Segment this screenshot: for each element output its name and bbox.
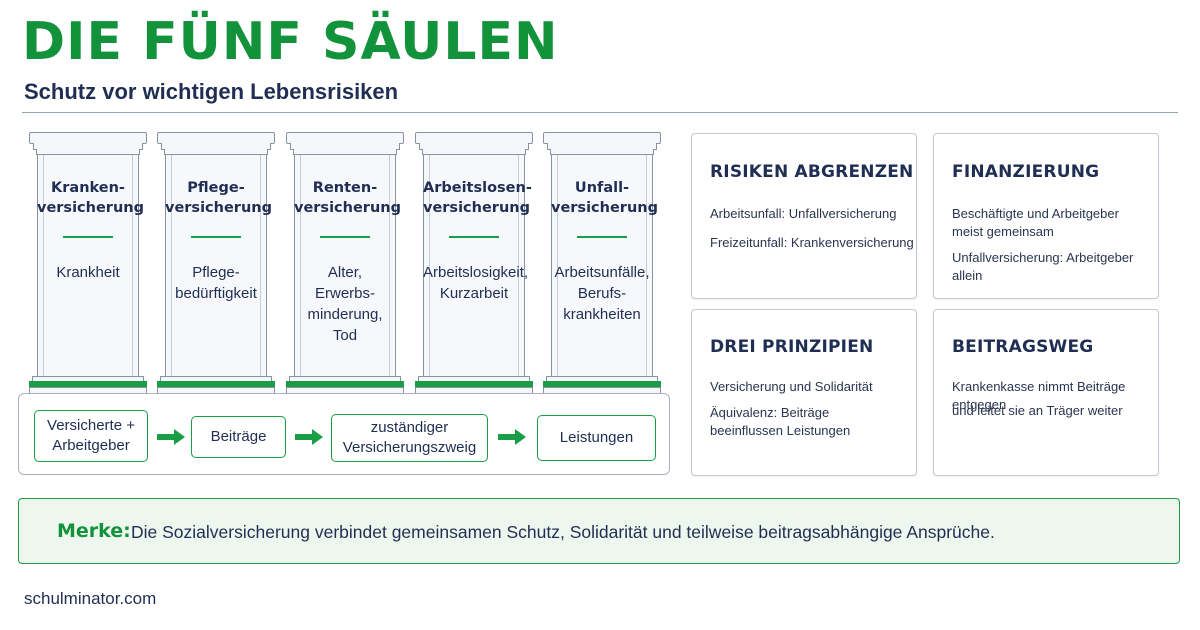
pillar-name: Pflege- versicherung: [165, 180, 272, 216]
info-line: Versicherung und Solidarität: [710, 379, 873, 394]
info-drei-prinzipien: DREI PRINZIPIEN Versicherung und Solidar…: [691, 309, 917, 476]
pillar-risk: Alter, Erwerbs- minderung, Tod: [307, 264, 383, 344]
info-line: Unfallversicherung: Arbeitgeber allein: [952, 250, 1134, 283]
arrow-right-icon: [295, 429, 323, 445]
pillar-krankenversicherung: Kranken- versicherung Krankheit: [29, 132, 147, 398]
flow-step-beitraege: Beiträge: [191, 416, 286, 458]
info-line: Arbeitsunfall: Unfallversicherung: [710, 206, 897, 221]
pillar-base-accent: [157, 381, 275, 387]
pillar-divider: [320, 236, 370, 238]
merke-text: Die Sozialversicherung verbindet gemeins…: [131, 522, 995, 542]
info-title: BEITRAGSWEG: [952, 337, 1094, 357]
contribution-flow: Versicherte + Arbeitgeber Beiträge zustä…: [18, 393, 670, 475]
pillar-name: Arbeitslosen- versicherung: [423, 180, 532, 216]
pillar-base-accent: [415, 381, 533, 387]
pillar-shaft: [165, 154, 267, 378]
pillar-base-accent: [29, 381, 147, 387]
page-title: DIE FÜNF SÄULEN: [22, 12, 559, 72]
pillar-rentenversicherung: Renten- versicherung Alter, Erwerbs- min…: [286, 132, 404, 398]
pillar-base-accent: [543, 381, 661, 387]
info-risiken-abgrenzen: RISIKEN ABGRENZEN Arbeitsunfall: Unfallv…: [691, 133, 917, 299]
pillar-shaft: [294, 154, 396, 378]
info-line: Äquivalenz: Beiträge beeinflussen Leistu…: [710, 405, 851, 438]
merke-callout: Merke: Die Sozialversicherung verbindet …: [18, 498, 1180, 564]
pillar-base-accent: [286, 381, 404, 387]
pillar-risk: Krankheit: [56, 264, 120, 281]
info-line: Krankenkasse nimmt Beiträge entgegen: [952, 379, 1126, 412]
pillar-divider: [577, 236, 627, 238]
pillar-unfallversicherung: Unfall- versicherung Arbeitsunfälle, Ber…: [543, 132, 661, 398]
pillar-name: Kranken- versicherung: [37, 180, 144, 216]
flow-step-versicherte: Versicherte + Arbeitgeber: [34, 410, 148, 462]
merke-label: Merke:: [57, 520, 131, 542]
pillar-risk: Pflege- bedürftigkeit: [175, 264, 257, 302]
pillar-risk: Arbeitslosigkeit, Kurzarbeit: [423, 264, 529, 302]
pillar-name: Renten- versicherung: [294, 180, 401, 216]
flow-step-versicherungszweig: zuständiger Versicherungszweig: [331, 414, 488, 462]
arrow-right-icon: [498, 429, 526, 445]
flow-step-leistungen: Leistungen: [537, 415, 656, 461]
pillar-divider: [63, 236, 113, 238]
info-line: Beschäftigte und Arbeitgeber meist gemei…: [952, 206, 1119, 239]
info-line: Freizeitunfall: Krankenversicherung: [710, 235, 914, 250]
pillar-name: Unfall- versicherung: [551, 180, 658, 216]
pillar-pflegeversicherung: Pflege- versicherung Pflege- bedürftigke…: [157, 132, 275, 398]
pillar-arbeitslosenversicherung: Arbeitslosen- versicherung Arbeitslosigk…: [415, 132, 533, 398]
pillar-divider: [449, 236, 499, 238]
pillar-risk: Arbeitsunfälle, Berufs- krankheiten: [554, 264, 650, 323]
arrow-right-icon: [157, 429, 185, 445]
info-line: und leitet sie an Träger weiter: [952, 403, 1123, 418]
info-finanzierung: FINANZIERUNG Beschäftigte und Arbeitgebe…: [933, 133, 1159, 299]
info-title: FINANZIERUNG: [952, 162, 1100, 182]
info-beitragsweg: BEITRAGSWEG Krankenkasse nimmt Beiträge …: [933, 309, 1159, 476]
pillar-divider: [191, 236, 241, 238]
pillar-shaft: [551, 154, 653, 378]
header-divider: [22, 112, 1178, 113]
info-title: RISIKEN ABGRENZEN: [710, 162, 914, 182]
pillar-shaft: [37, 154, 139, 378]
footer-site: schulminator.com: [24, 589, 157, 608]
pillar-shaft: [423, 154, 525, 378]
info-title: DREI PRINZIPIEN: [710, 337, 874, 357]
page-subtitle: Schutz vor wichtigen Lebensrisiken: [24, 79, 399, 104]
